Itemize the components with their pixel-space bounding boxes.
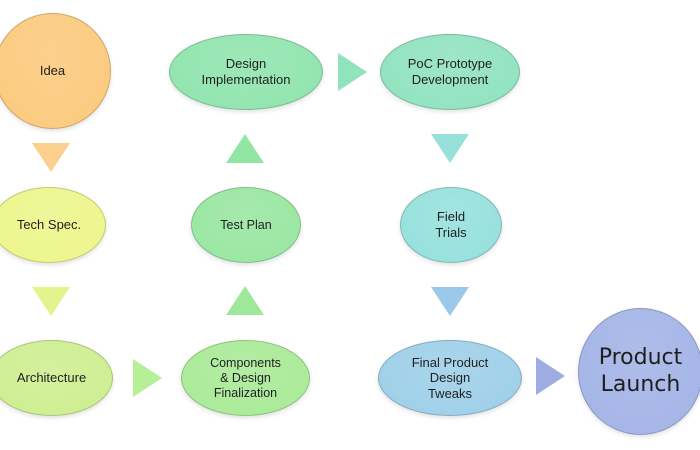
node-architecture-label: Architecture bbox=[16, 370, 87, 386]
node-product-launch-label: Product Launch bbox=[598, 345, 683, 397]
node-idea: Idea bbox=[0, 13, 111, 129]
arrow-fieldtrials-to-finaltweaks bbox=[431, 287, 469, 316]
node-idea-label: Idea bbox=[39, 63, 66, 79]
node-field-trials: Field Trials bbox=[400, 187, 502, 263]
node-design-implementation: Design Implementation bbox=[169, 34, 323, 110]
arrow-techspec-to-architecture bbox=[32, 287, 70, 316]
node-components: Components & Design Finalization bbox=[181, 340, 310, 416]
arrow-idea-to-techspec bbox=[32, 143, 70, 172]
arrow-architecture-to-components bbox=[133, 359, 162, 397]
node-product-launch: Product Launch bbox=[578, 308, 700, 435]
node-tech-spec: Tech Spec. bbox=[0, 187, 106, 263]
node-test-plan: Test Plan bbox=[191, 187, 301, 263]
arrow-components-to-testplan bbox=[226, 286, 264, 315]
node-field-trials-label: Field Trials bbox=[435, 209, 467, 240]
arrow-designimpl-to-poc bbox=[338, 53, 367, 91]
node-poc-prototype-label: PoC Prototype Development bbox=[407, 56, 493, 87]
arrow-finaltweaks-to-launch bbox=[536, 357, 565, 395]
node-final-product-design-tweaks: Final Product Design Tweaks bbox=[378, 340, 522, 416]
node-components-label: Components & Design Finalization bbox=[210, 355, 281, 400]
node-poc-prototype: PoC Prototype Development bbox=[380, 34, 520, 110]
arrow-testplan-to-designimpl bbox=[226, 134, 264, 163]
node-architecture: Architecture bbox=[0, 340, 113, 416]
node-design-implementation-label: Design Implementation bbox=[201, 56, 291, 87]
node-test-plan-label: Test Plan bbox=[220, 217, 272, 232]
node-final-tweaks-label: Final Product Design Tweaks bbox=[411, 354, 489, 401]
node-tech-spec-label: Tech Spec. bbox=[16, 217, 82, 233]
arrow-poc-to-fieldtrials bbox=[431, 134, 469, 163]
